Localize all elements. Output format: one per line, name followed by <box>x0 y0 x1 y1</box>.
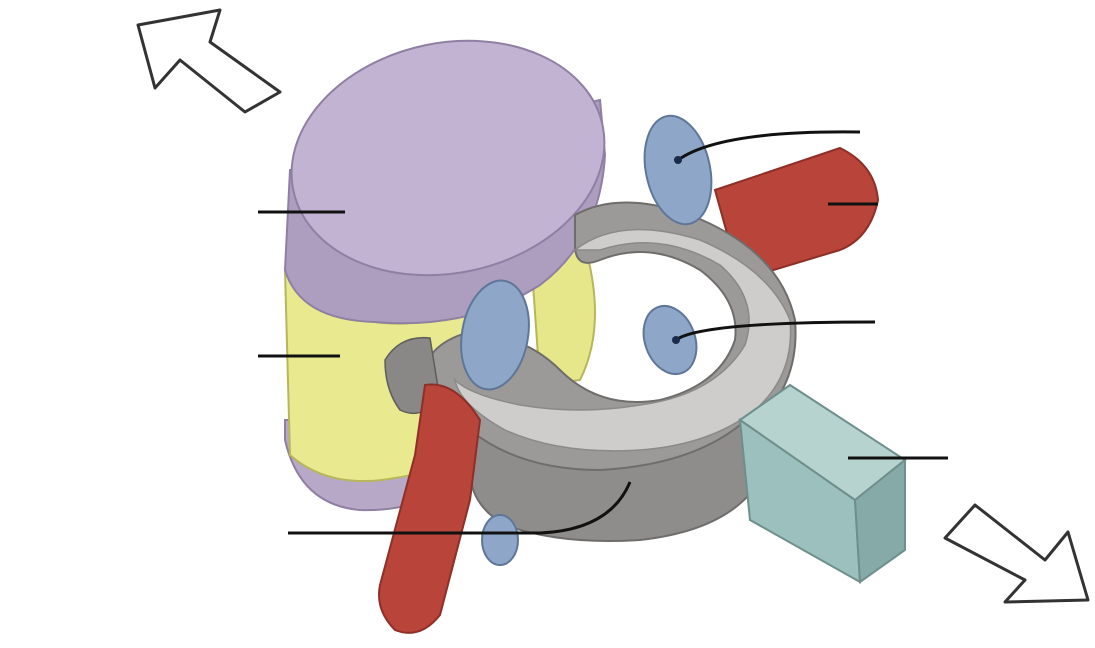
arrow-upper-left <box>138 10 280 112</box>
arrow-lower-right <box>945 505 1088 602</box>
spinous-process <box>740 385 905 582</box>
